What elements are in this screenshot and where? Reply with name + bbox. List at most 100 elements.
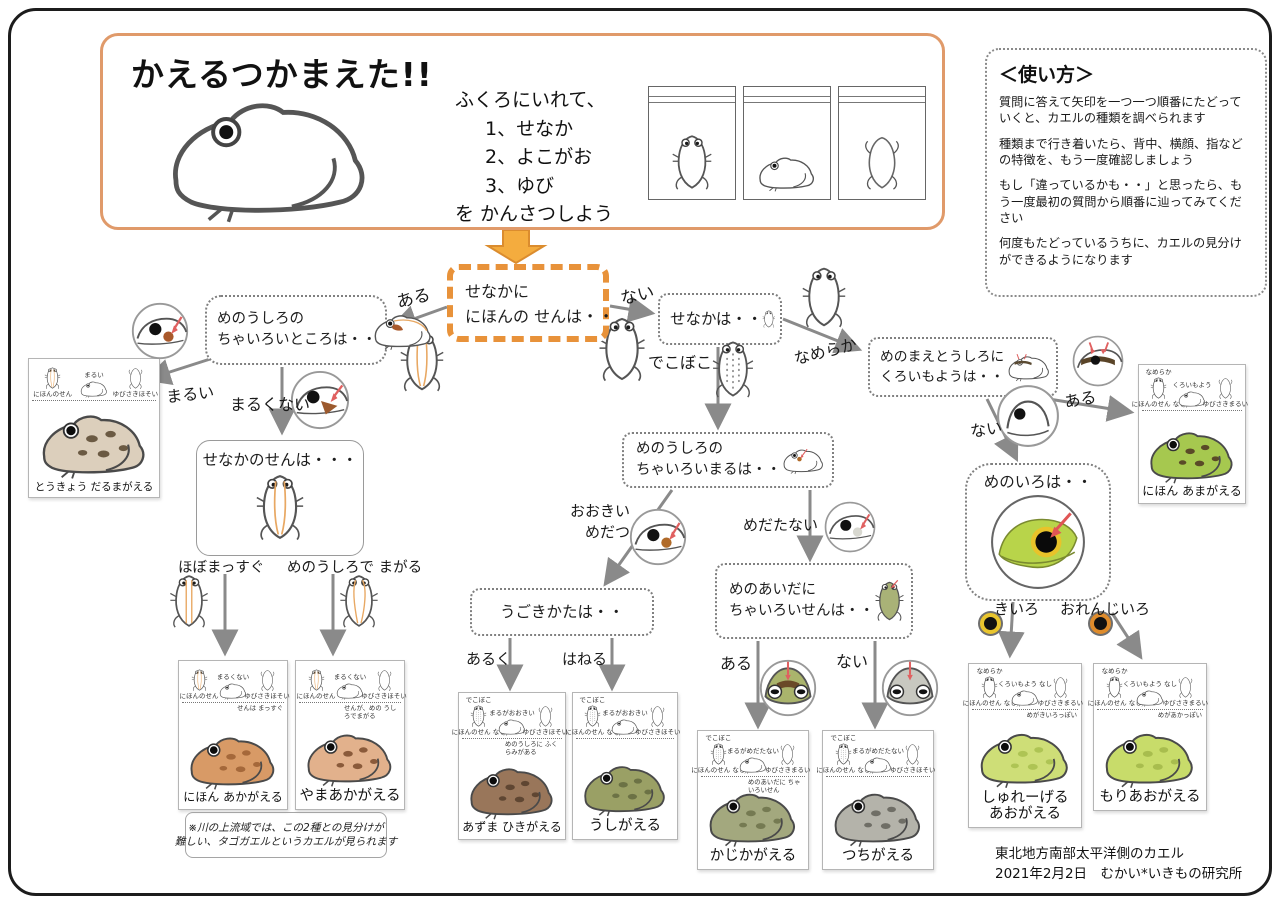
feature-label: にほんのせん [179,691,219,700]
species-card-yama-akagaeru: にほんのせんまるくないゆびさきほそいせんが、めの うしろでまがるやまあかがえる [295,660,407,810]
card-divider [299,702,401,703]
frog-belly-mini-icon [1052,675,1069,699]
feature-label: ゆびさきまるい [1202,400,1249,409]
branch-medatanai: めだたない [743,516,819,534]
feature-label: まるがおおきい [489,709,535,718]
feature-label: まるがおおきい [602,709,648,718]
node-root-question: せなかに にほんの せんは・・ [447,264,615,342]
feature-strip: にほんのせんまるいゆびさきほそい [32,362,159,398]
feature-label: でこぼこ [465,696,492,704]
branch-massugu: ほぼまっすぐ [178,560,265,576]
feature-label: にほんのせん なし [1087,699,1142,708]
feature-label: ゆびさきまるい [764,766,811,775]
feature-label: にほんのせん なし [962,699,1017,708]
frog-top-bumpy-icon [710,338,756,400]
branch-label-line: おおきい [570,502,631,520]
frog-color-icon [465,760,559,820]
frog-belly-mini-icon [376,668,393,692]
credit: 東北地方南部太平洋側のカエル 2021年2月2日 むかい*いきもの研究所 [995,845,1242,884]
card-divider [1097,709,1203,711]
feature-label: ゆびさきほそい [244,691,290,700]
feature-strip: にほんのせん まるくないゆびさきほそい [179,664,290,700]
bag-side-view [743,86,831,200]
big-frog-icon [145,84,395,224]
feature: なめらかにほんのせん なし [963,667,1017,707]
feature: ゆびさきまるい [1203,376,1248,408]
feature-strip: でこぼこにほんのせん なしまるがめだたないゆびさきほそい [816,734,935,774]
feature-label: ゆびさきまるい [1037,699,1084,708]
branch-magaru: めのうしろで まがる [287,560,423,576]
node-text: めのうしろの [217,310,304,327]
photo-note: せんは まっすぐ [237,705,283,712]
frog-top-mini-icon [835,742,852,766]
feature-strip: なめらかにほんのせん なしくろいもよう なしゆびさきまるい [963,667,1083,707]
feature-strip: なめらかにほんのせん なしくろいもようゆびさきまるい [1132,368,1248,408]
frog-illustration: めのあいだに ちゃいろいせん [701,778,805,847]
frog-side-eyestripe-icon [1006,353,1052,382]
usage-box: ＜使い方＞ 質問に答えて矢印を一つ一つ順番にたどっていくと、カエルの種類を調べら… [985,48,1267,297]
feature-label: ゆびさきほそい [112,389,159,398]
bag-zip [839,96,925,103]
green-frog-head-eye-icon [991,495,1085,590]
feature-label: でこぼこ [830,734,857,742]
species-name: あずま ひきがえる [462,820,562,835]
frog-belly-mini-icon [649,704,666,728]
frog-color-icon [1145,424,1239,484]
usage-heading: ＜使い方＞ [999,64,1095,86]
feature-label: くろいもよう なし [1122,680,1178,689]
branch-nai-3: ない [969,417,1004,442]
frog-top-mini-icon [470,704,487,728]
node-text: うごきかたは・・ [499,602,624,621]
species-card-tsuchigaeru: でこぼこにほんのせん なしまるがめだたないゆびさきほそいつちがえる [816,730,935,870]
feature: くろいもよう [1173,381,1212,408]
feature: まるがおおきい [489,709,535,736]
card-divider [32,400,156,401]
bag-belly-view [838,86,926,200]
feature-label: まるくない [216,672,250,681]
usage-paragraph: 質問に答えて矢印を一つ一つ順番にたどっていくと、カエルの種類を調べられます [999,95,1242,126]
branch-marukunai: まるくない [230,395,311,414]
feature-label: まるがめだたない [727,747,780,756]
hint-faint-tympanum-circle [823,500,877,554]
feature: でこぼこにほんのせん なし [565,696,619,736]
frog-belly-mini-icon [1177,675,1194,699]
frog-belly-mini-icon [537,704,554,728]
frog-side-mini-icon [79,379,109,398]
frog-color-icon [36,405,153,480]
observe-instructions: ふくろにいれて、 1、せなか 2、よこがお 3、ゆび を かんさつしよう [455,86,613,229]
frog-illustration [32,402,156,480]
frog-side-tympanum-icon [781,448,826,477]
feature-label: にほんのせん なし [451,728,506,737]
hint-eyestripe-absent-circle [880,658,940,718]
feature: でこぼこにほんのせん なし [816,734,870,774]
feature: ゆびさきほそい [361,668,407,700]
frog-side-brown-patch-icon [371,309,435,351]
hint-plain-head-circle [995,383,1061,449]
node-text: せなかのせんは・・・ [202,451,358,469]
frog-illustration: めのうしろに ふくらみがある [462,740,562,820]
card-divider [826,776,930,778]
photo-note: めのうしろに ふくらみがある [505,741,558,756]
feature: ゆびさきほそい [890,742,935,774]
species-name: にほん あまがえる [1142,484,1242,499]
frog-side-mini-icon [738,755,768,774]
feature-label: まるがめだたない [852,747,905,756]
feature: にほんのせん [179,668,219,700]
species-name: とうきょう だるまがえる [34,480,154,493]
frog-side-mini-icon [1135,688,1165,707]
title-box: かえるつかまえた!! ふくろにいれて、 1、せなか 2、よこがお 3、ゆび を … [100,33,945,230]
observe-line: を かんさつしよう [455,203,614,225]
upstream-note: ※川の上流域では、この2種との見分けが 難しい、タゴガエルというカエルが見られま… [175,812,397,858]
feature: なめらかにほんのせん なし [1088,667,1142,707]
note-line: 難しい、タゴガエルというカエルが見られます [174,836,398,848]
feature: まるくない [216,673,250,700]
feature: ゆびさきほそい [635,704,680,736]
observe-line: 3、ゆび [485,174,555,197]
card-divider [701,776,805,778]
node-text: にほんの せんは・・ [465,306,615,326]
frog-color-icon [975,725,1075,789]
photo-note: めのあいだに ちゃいろいせん [748,779,801,794]
frog-color-icon [1100,725,1200,789]
frog-belly-icon [860,132,904,192]
frog-top-mini-icon [1150,376,1167,400]
